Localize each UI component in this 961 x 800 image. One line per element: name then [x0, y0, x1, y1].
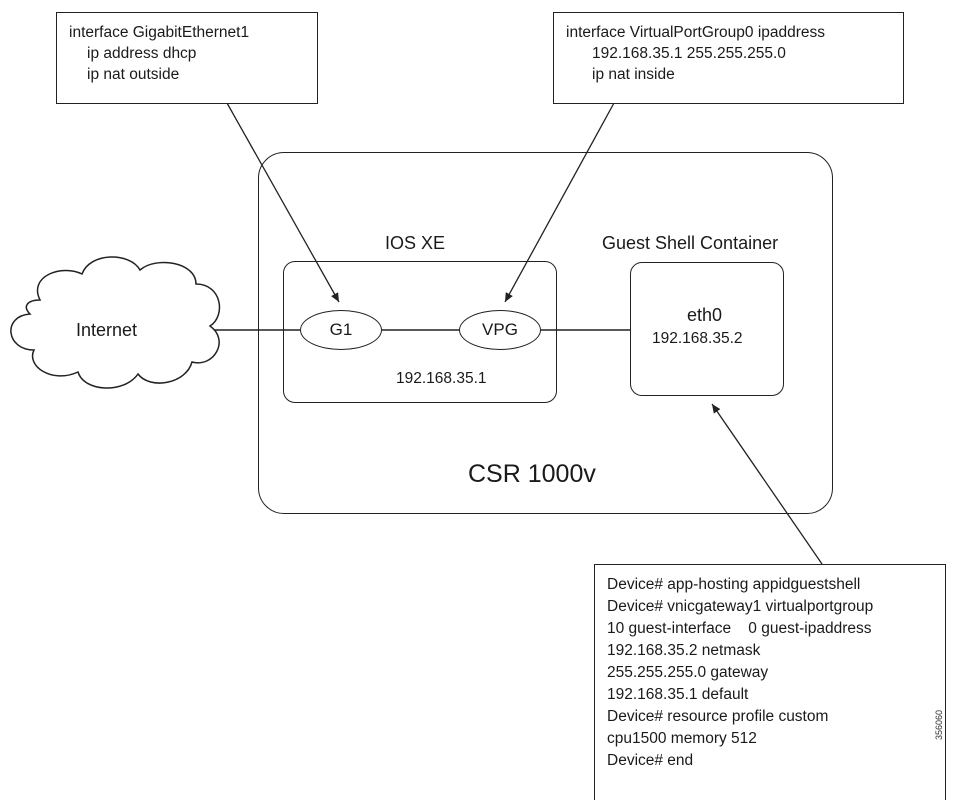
- command-line-2: Device# vnicgateway1 virtualportgroup: [607, 598, 874, 615]
- csr-1000v-container: [258, 152, 833, 514]
- guest-shell-box: [630, 262, 784, 396]
- command-line-6: 192.168.35.1 default: [607, 686, 749, 703]
- g1-interface-node: G1: [300, 310, 382, 350]
- vpg-ip-label: 192.168.35.1: [396, 370, 487, 387]
- vpg-config-line-1: interface VirtualPortGroup0 ipaddress: [566, 24, 826, 41]
- g1-interface-label: G1: [329, 320, 353, 339]
- g1-config-annotation: interface GigabitEthernet1 ip address dh…: [56, 12, 318, 104]
- g1-config-line-1: interface GigabitEthernet1: [69, 24, 250, 41]
- vpg-config-line-2: 192.168.35.1 255.255.255.0: [592, 45, 786, 62]
- internet-label: Internet: [76, 320, 138, 340]
- command-line-7: Device# resource profile custom: [607, 708, 829, 725]
- guestshell-commands-box: Device# app-hosting appidguestshell Devi…: [594, 564, 946, 800]
- command-line-1: Device# app-hosting appidguestshell: [607, 576, 861, 593]
- vpg-config-line-3: ip nat inside: [592, 66, 675, 83]
- command-line-4: 192.168.35.2 netmask: [607, 642, 761, 659]
- guest-shell-label: Guest Shell Container: [602, 233, 779, 253]
- vpg-interface-label: VPG: [482, 320, 518, 339]
- csr-1000v-label: CSR 1000v: [468, 460, 596, 488]
- ios-xe-box: [283, 261, 557, 403]
- command-line-8: cpu1500 memory 512: [607, 730, 757, 747]
- command-line-9: Device# end: [607, 752, 694, 769]
- figure-id: 356060: [934, 709, 944, 740]
- ios-xe-label: IOS XE: [385, 233, 446, 253]
- g1-config-line-2: ip address dhcp: [87, 45, 197, 62]
- command-line-3: 10 guest-interface 0 guest-ipaddress: [607, 620, 872, 637]
- eth0-ip-label: 192.168.35.2: [652, 330, 743, 347]
- command-line-5: 255.255.255.0 gateway: [607, 664, 769, 681]
- g1-config-line-3: ip nat outside: [87, 66, 180, 83]
- vpg-interface-node: VPG: [459, 310, 541, 350]
- eth0-label: eth0: [687, 305, 723, 325]
- vpg-config-annotation: interface VirtualPortGroup0 ipaddress 19…: [553, 12, 904, 104]
